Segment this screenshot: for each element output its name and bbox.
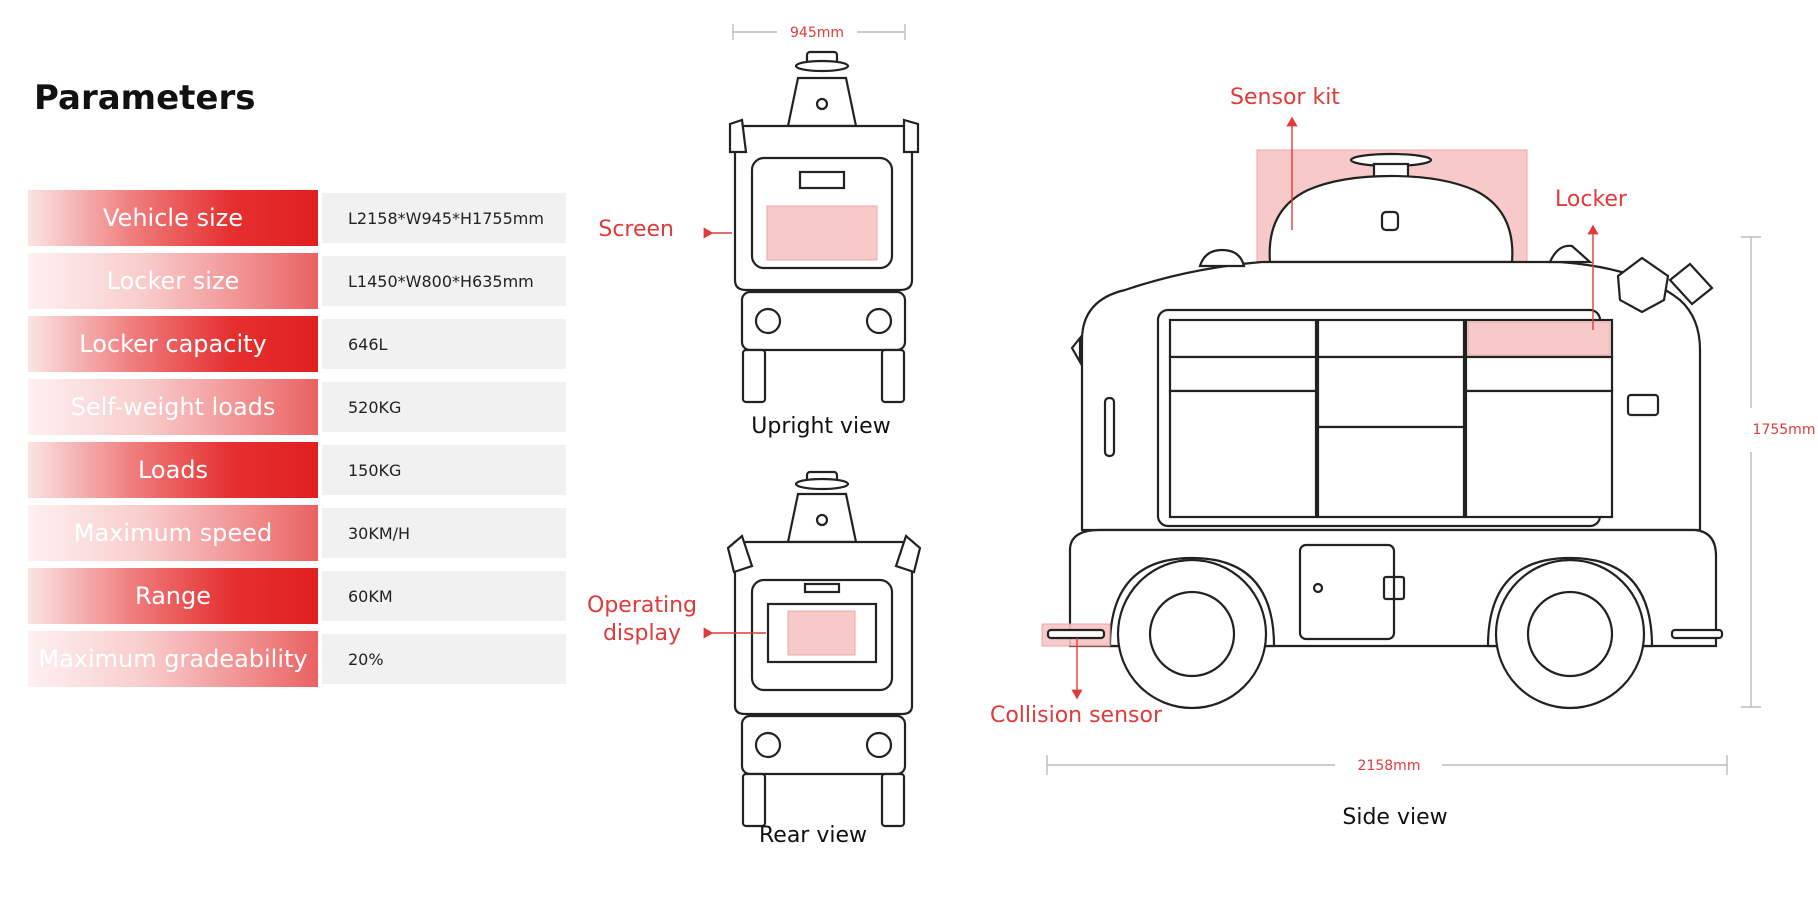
- rear-view-drawing: [703, 470, 922, 828]
- spec-label: Loads: [28, 442, 318, 498]
- screen-callout: Screen: [598, 217, 674, 242]
- spec-label: Range: [28, 568, 318, 624]
- spec-row: Range 60KM: [28, 568, 568, 630]
- spec-label: Maximum gradeability: [28, 631, 318, 687]
- page-title: Parameters: [34, 78, 256, 118]
- operating-display-callout-line2: display: [603, 621, 681, 646]
- spec-label: Locker capacity: [28, 316, 318, 372]
- spec-label: Maximum speed: [28, 505, 318, 561]
- spec-row: Maximum speed 30KM/H: [28, 505, 568, 567]
- operating-display-callout-line1: Operating: [587, 593, 697, 618]
- upright-view-drawing: 945mm: [703, 24, 920, 404]
- spec-value: L2158*W945*H1755mm: [322, 193, 566, 243]
- side-length-dimension: 2158mm: [1358, 758, 1421, 774]
- upright-width-dimension: 945mm: [790, 25, 844, 41]
- spec-row: Vehicle size L2158*W945*H1755mm: [28, 190, 568, 252]
- spec-row: Loads 150KG: [28, 442, 568, 504]
- sensor-kit-callout: Sensor kit: [1230, 85, 1340, 110]
- rear-view-caption: Rear view: [759, 823, 867, 848]
- side-height-dimension: 1755mm: [1753, 422, 1816, 438]
- spec-row: Maximum gradeability 20%: [28, 631, 568, 693]
- spec-label: Locker size: [28, 253, 318, 309]
- spec-value: 30KM/H: [322, 508, 566, 558]
- spec-row: Locker capacity 646L: [28, 316, 568, 378]
- side-view-caption: Side view: [1342, 805, 1447, 830]
- spec-row: Self-weight loads 520KG: [28, 379, 568, 441]
- upright-view-caption: Upright view: [751, 414, 890, 439]
- spec-value: 646L: [322, 319, 566, 369]
- spec-value: 60KM: [322, 571, 566, 621]
- spec-value: L1450*W800*H635mm: [322, 256, 566, 306]
- spec-table: Vehicle size L2158*W945*H1755mm Locker s…: [28, 190, 568, 694]
- spec-value: 520KG: [322, 382, 566, 432]
- spec-label: Vehicle size: [28, 190, 318, 246]
- spec-label: Self-weight loads: [28, 379, 318, 435]
- side-view-drawing: [1041, 116, 1761, 775]
- locker-callout: Locker: [1555, 187, 1628, 212]
- collision-sensor-callout: Collision sensor: [990, 703, 1163, 728]
- spec-value: 150KG: [322, 445, 566, 495]
- spec-row: Locker size L1450*W800*H635mm: [28, 253, 568, 315]
- spec-value: 20%: [322, 634, 566, 684]
